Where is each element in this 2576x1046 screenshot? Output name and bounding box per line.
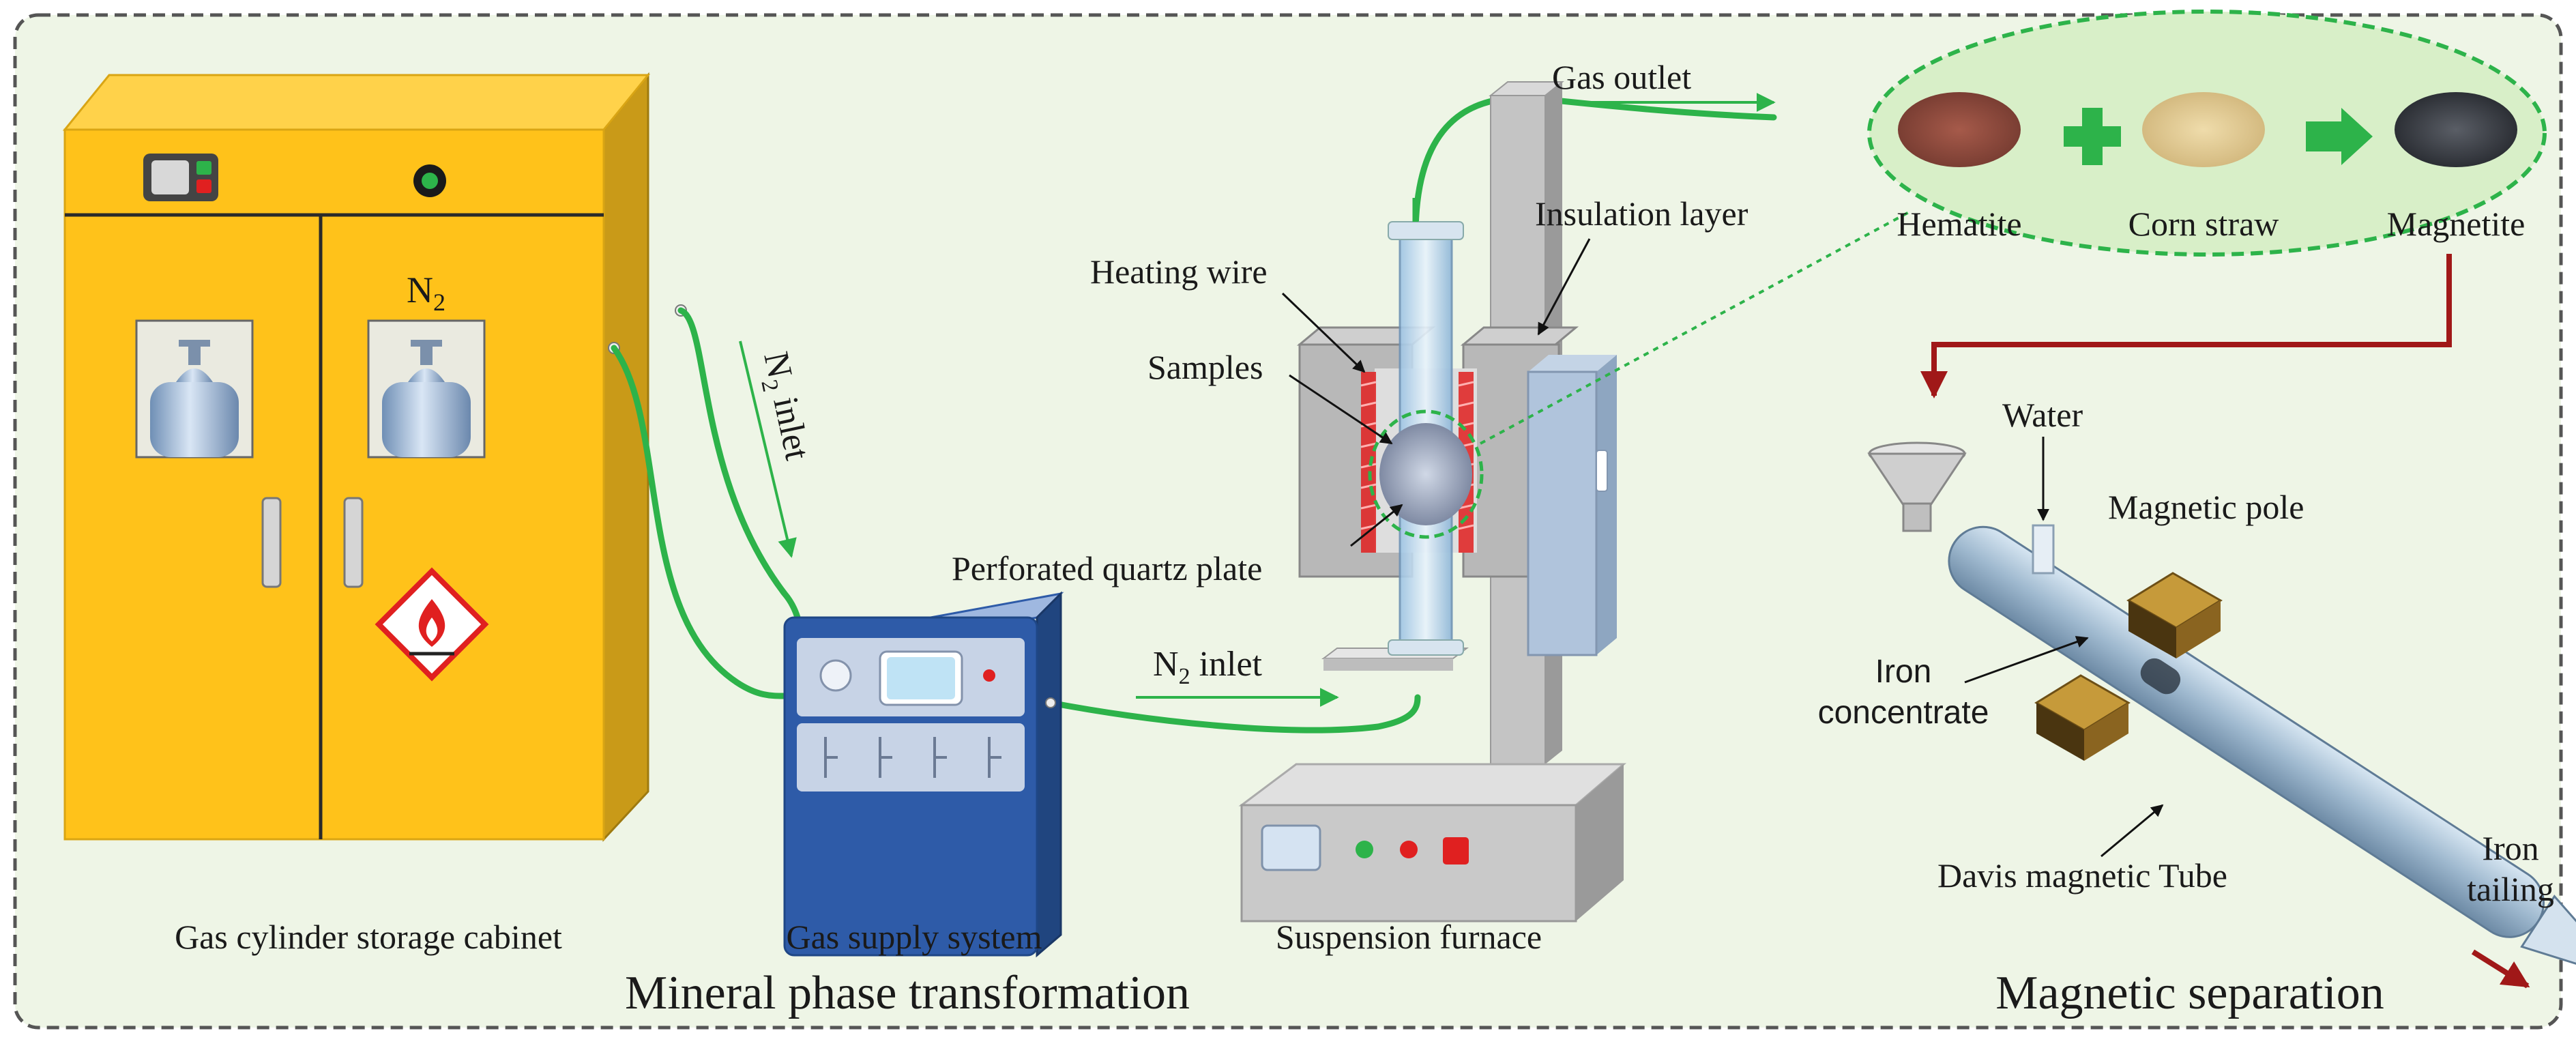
quartz-plate-pointer [1350, 504, 1403, 547]
magnetite-powder [2395, 92, 2517, 167]
davis-tube-label: Davis magnetic Tube [1937, 856, 2227, 895]
section-title-left: Mineral phase transformation [625, 967, 1190, 1019]
suspension-furnace [1238, 81, 1627, 922]
magnetic-pole-upper [2126, 572, 2223, 658]
iron-concentrate-pointer [1964, 636, 2089, 684]
magnetite-label: Magnetite [2387, 205, 2526, 243]
magnetic-pole-label: Magnetic pole [2108, 488, 2304, 526]
cabinet-caption: Gas cylinder storage cabinet [175, 918, 562, 956]
furnace-caption: Suspension furnace [1276, 918, 1542, 956]
zoom-connector [1480, 210, 1911, 445]
cabinet-gas-label: N2 [407, 270, 445, 316]
background-panel [13, 13, 2563, 1030]
section-title-right: Magnetic separation [1995, 967, 2384, 1019]
water-label: Water [2002, 396, 2083, 434]
corn-straw-powder [2142, 92, 2265, 167]
hematite-label: Hematite [1897, 205, 2021, 243]
samples-pointer [1289, 374, 1393, 445]
cylinder-icon [382, 382, 471, 457]
samples-zoom-circle [1368, 409, 1484, 539]
hematite-powder [1898, 92, 2021, 167]
flammable-warning-icon [375, 567, 489, 682]
cylinder-icon [150, 382, 239, 457]
n2-inlet-arrow-vertical [739, 340, 797, 558]
gas-outlet-label: Gas outlet [1552, 58, 1691, 96]
insulation-layer-label: Insulation layer [1535, 194, 1748, 233]
insulation-layer-pointer [1537, 238, 1591, 336]
gas-supply-caption: Gas supply system [787, 918, 1042, 956]
n2-inlet-label-horizontal: N2 inlet [1153, 645, 1263, 689]
heating-wire-label: Heating wire [1090, 252, 1268, 291]
gas-cylinder-cabinet [62, 72, 687, 842]
gas-supply-system [783, 591, 1064, 958]
davis-magnetic-tube [1867, 441, 2576, 970]
magnetic-pole-lower [2034, 674, 2131, 761]
cabinet-handle [261, 497, 282, 588]
feed-arrow [1920, 254, 2452, 398]
quartz-plate-label: Perforated quartz plate [952, 549, 1262, 587]
davis-tube-pointer [2101, 804, 2164, 858]
corn-straw-label: Corn straw [2128, 205, 2279, 243]
heating-wire-pointer [1281, 292, 1366, 373]
iron-tailing-arrow [2471, 949, 2530, 989]
samples-label: Samples [1147, 348, 1263, 386]
cabinet-handle [343, 497, 364, 588]
plus-icon [2064, 108, 2121, 165]
water-inlet [2032, 524, 2055, 575]
reaction-arrow-icon [2306, 108, 2373, 165]
samples-particles [1379, 423, 1472, 525]
materials-reaction [1867, 10, 2547, 257]
